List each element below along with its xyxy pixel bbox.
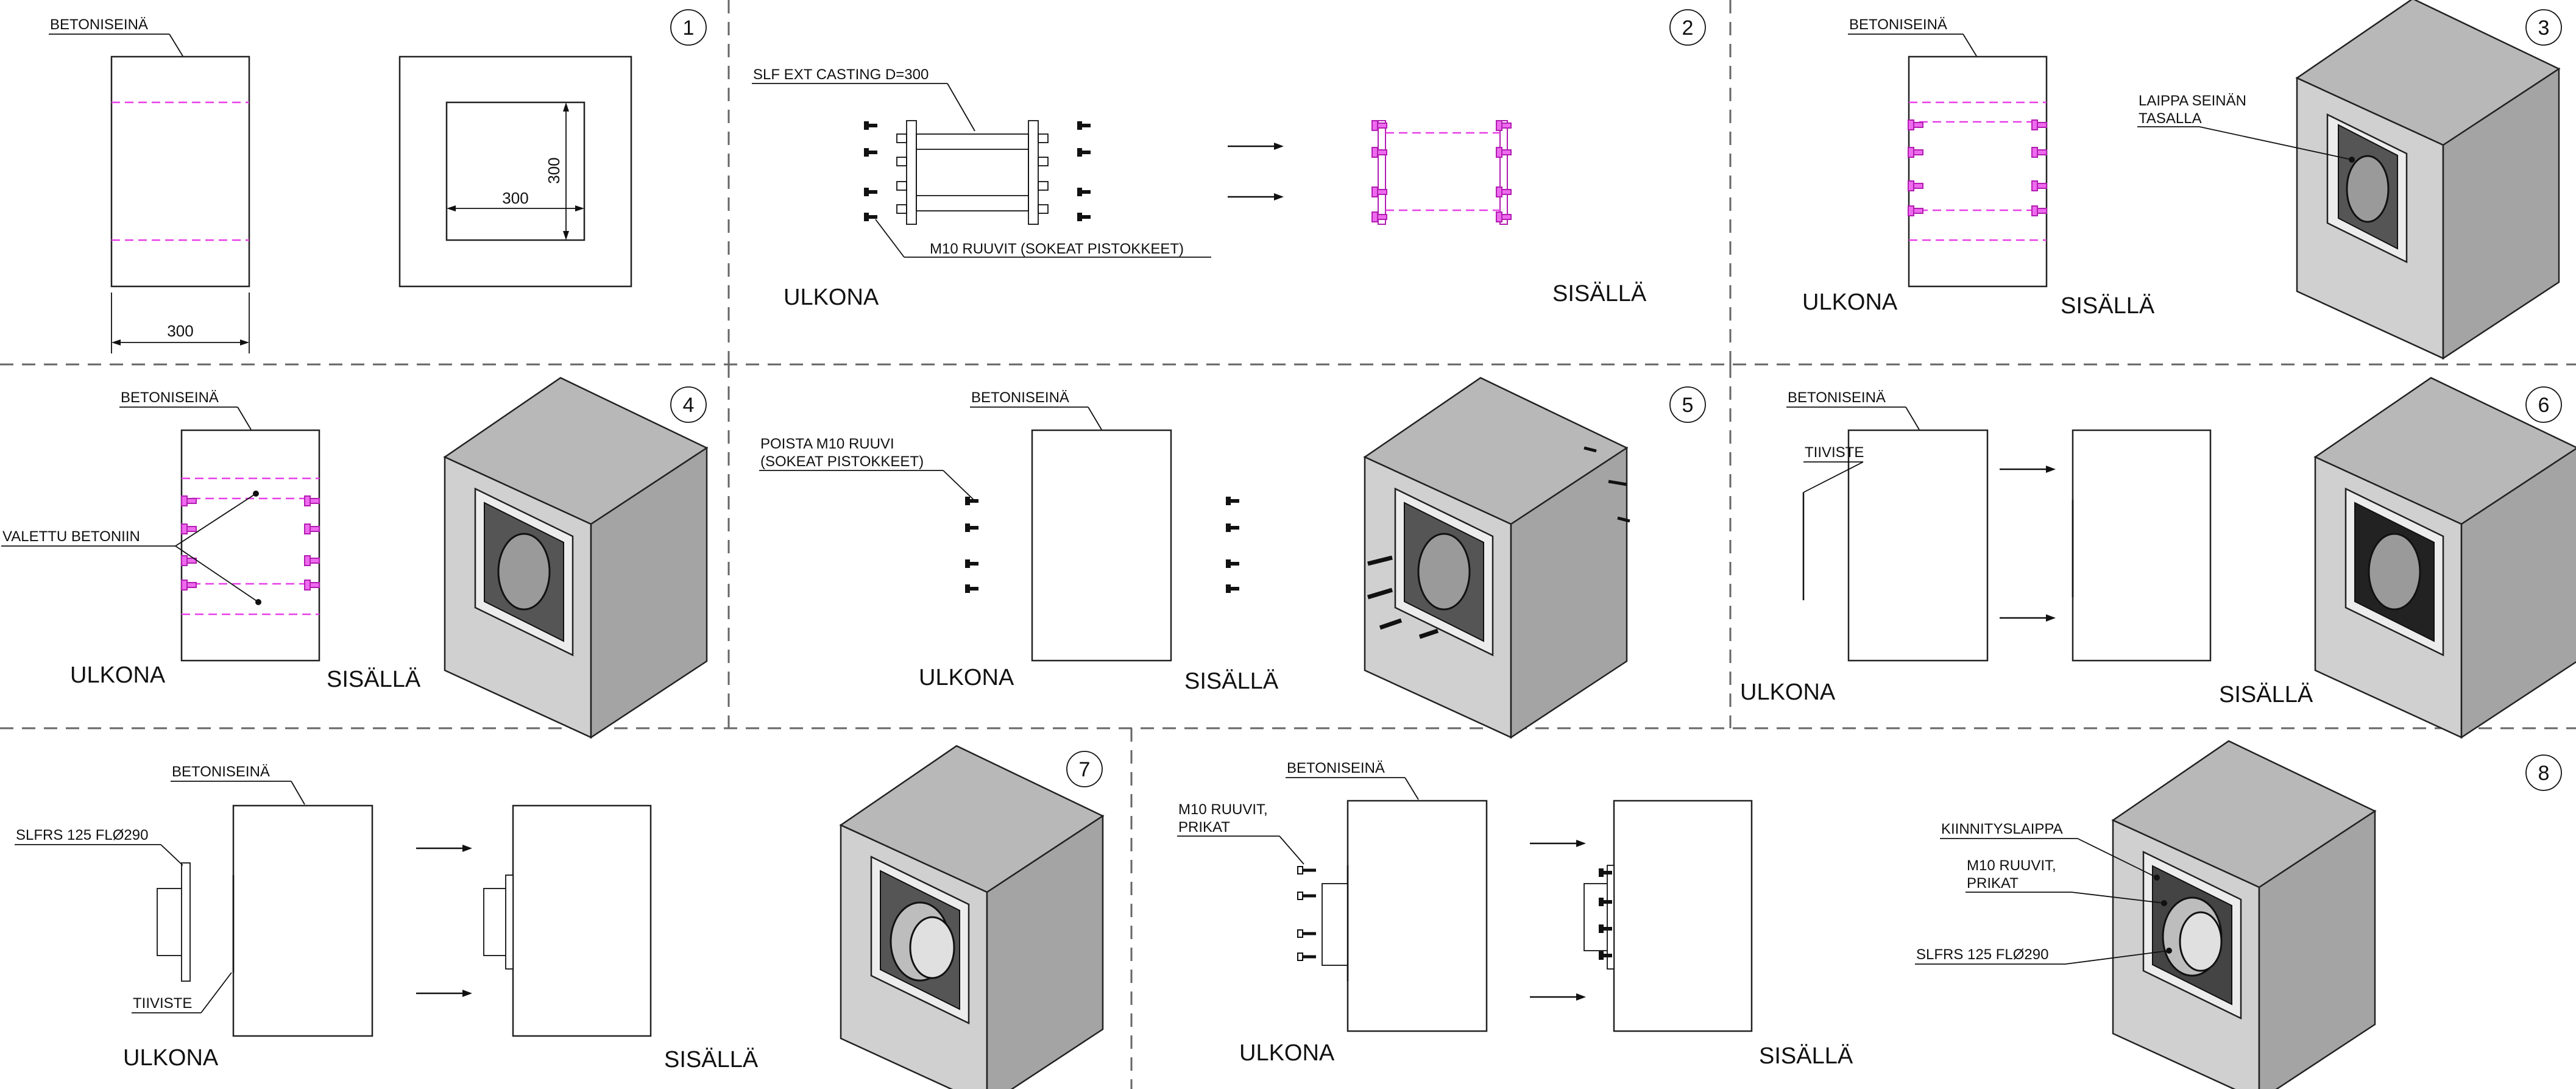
step-6-arrow-top	[1998, 464, 2057, 474]
step-2-arrow-top	[1226, 141, 1285, 151]
step-8-outside-label: ULKONA	[1239, 1040, 1335, 1066]
step-2-bolts-left	[864, 121, 877, 221]
step-5-remove-label-2: (SOKEAT PISTOKKEET)	[760, 453, 924, 470]
step-1-number-circle	[670, 9, 707, 46]
step-6-outside-label: ULKONA	[1740, 679, 1836, 705]
step-8-inside-label: SISÄLLÄ	[1759, 1043, 1853, 1069]
step-6-panel: 6 BETONISEINÄ TIIVISTE ULKONA SISÄLLÄ	[1740, 377, 2576, 739]
step-5-inside-label: SISÄLLÄ	[1184, 669, 1279, 694]
step-2-panel: 2 SLF EXT CASTING D=300 M10 RUUVIT (SOKE…	[752, 9, 1706, 310]
step-8-screws-label-4: PRIKAT	[1967, 875, 2019, 892]
step-1-width-dim: 300	[167, 322, 193, 340]
step-2-number: 2	[1682, 16, 1694, 40]
step-8-screws-label-1: M10 RUUVIT,	[1178, 801, 1268, 818]
step-8-wall-label: BETONISEINÄ	[1287, 760, 1385, 776]
step-7-product-exploded	[157, 862, 191, 982]
step-4-number: 4	[683, 394, 695, 417]
step-8-arrow-bottom	[1529, 992, 1587, 1002]
step-8-screws-label-2: PRIKAT	[1178, 819, 1230, 835]
step-3-panel: 3 BETONISEINÄ LAIPPA SEINÄN TASALLA ULKO…	[1802, 0, 2562, 360]
step-4-panel: 4 BETONISEINÄ VALETTU BETONIIN ULKONA SI…	[1, 377, 708, 739]
step-4-wall-section	[180, 429, 320, 662]
step-7-outside-label: ULKONA	[123, 1045, 219, 1071]
step-1-opening	[445, 101, 586, 241]
step-5-panel: 5 BETONISEINÄ POISTA M10 RUUVI (SOKEAT P…	[759, 377, 1706, 739]
step-2-outside-label: ULKONA	[784, 285, 879, 310]
step-7-number: 7	[1079, 758, 1091, 781]
step-5-number: 5	[1682, 394, 1694, 417]
step-3-wall-section	[1908, 55, 2048, 288]
step-1-wall-front	[398, 55, 632, 288]
step-4-cast-label: VALETTU BETONIIN	[2, 528, 140, 545]
step-6-inside-label: SISÄLLÄ	[2219, 682, 2313, 708]
step-2-bolts-right	[1077, 121, 1091, 221]
step-3-number: 3	[2538, 16, 2550, 40]
step-7-wall-section-a	[232, 804, 373, 1037]
step-8-mount-label: KIINNITYSLAIPPA	[1941, 821, 2063, 837]
step-7-product-installed	[483, 874, 514, 970]
step-7-arrow-top	[415, 843, 473, 853]
step-6-arrow-bottom	[1998, 613, 2057, 623]
step-2-inside-label: SISÄLLÄ	[1552, 281, 1647, 307]
step-7-panel: 7 BETONISEINÄ SLFRS 125 FLØ290 TIIVISTE …	[15, 745, 1104, 1089]
step-8-product-label: SLFRS 125 FLØ290	[1916, 946, 2048, 963]
step-8-wall-section-b	[1613, 800, 1753, 1032]
step-8-panel: 8 BETONISEINÄ M10 RUUVIT, PRIKAT	[1177, 740, 2562, 1089]
step-7-arrow-bottom	[415, 988, 473, 998]
step-5-wall-section	[1031, 429, 1172, 662]
step-5-removed-bolts-right	[1226, 497, 1239, 593]
step-2-screws-label: M10 RUUVIT (SOKEAT PISTOKKEET)	[930, 241, 1184, 257]
step-8-arrow-top	[1529, 839, 1587, 848]
step-2-arrow-bottom	[1226, 192, 1285, 202]
step-6-wall-section-a	[1847, 429, 1989, 662]
step-6-seal-label: TIIVISTE	[1805, 444, 1864, 461]
step-6-wall-label: BETONISEINÄ	[1788, 389, 1886, 406]
step-2-casting-exploded	[896, 120, 1049, 225]
step-4-outside-label: ULKONA	[70, 662, 166, 688]
step-3-outside-label: ULKONA	[1802, 289, 1898, 315]
step-8-wall-section-a	[1346, 800, 1488, 1032]
step-5-wall-label: BETONISEINÄ	[971, 389, 1069, 406]
step-5-outside-label: ULKONA	[919, 665, 1014, 690]
step-5-cube-bolts	[1367, 446, 1630, 639]
step-7-product-label: SLFRS 125 FLØ290	[16, 827, 148, 843]
step-3-inside-label: SISÄLLÄ	[2061, 293, 2155, 319]
step-6-wall-section-b	[2072, 429, 2212, 662]
step-3-flange-label-2: TASALLA	[2139, 110, 2202, 127]
step-1-number: 1	[683, 16, 695, 40]
step-4-inside-label: SISÄLLÄ	[327, 667, 421, 692]
step-1-wall-section	[110, 55, 250, 288]
step-7-inside-label: SISÄLLÄ	[664, 1047, 759, 1073]
step-7-wall-label: BETONISEINÄ	[172, 764, 270, 780]
step-1-opening-width-dim: 300	[502, 189, 528, 207]
step-4-wall-label: BETONISEINÄ	[121, 389, 219, 406]
step-8-screws-exploded	[1297, 866, 1316, 961]
step-8-number: 8	[2538, 762, 2550, 785]
step-1-wall-label: BETONISEINÄ	[50, 16, 148, 33]
step-1-panel: 1 BETONISEINÄ 300 300 300	[49, 9, 707, 353]
step-5-remove-label-1: POISTA M10 RUUVI	[760, 436, 894, 452]
step-8-installed-flange	[1583, 865, 1615, 970]
step-8-screws-label-3: M10 RUUVIT,	[1967, 857, 2056, 874]
step-3-flange-label-1: LAIPPA SEINÄN	[2139, 93, 2246, 109]
step-6-number: 6	[2538, 394, 2550, 417]
step-5-removed-bolts-left	[965, 497, 978, 593]
step-1-opening-height-dim: 300	[545, 157, 563, 183]
step-7-seal-label: TIIVISTE	[133, 995, 192, 1012]
step-2-casting-assembled	[1371, 120, 1512, 225]
step-3-wall-label: BETONISEINÄ	[1849, 16, 1947, 33]
step-2-casting-label: SLF EXT CASTING D=300	[753, 66, 929, 83]
step-7-wall-section-b	[512, 804, 652, 1037]
